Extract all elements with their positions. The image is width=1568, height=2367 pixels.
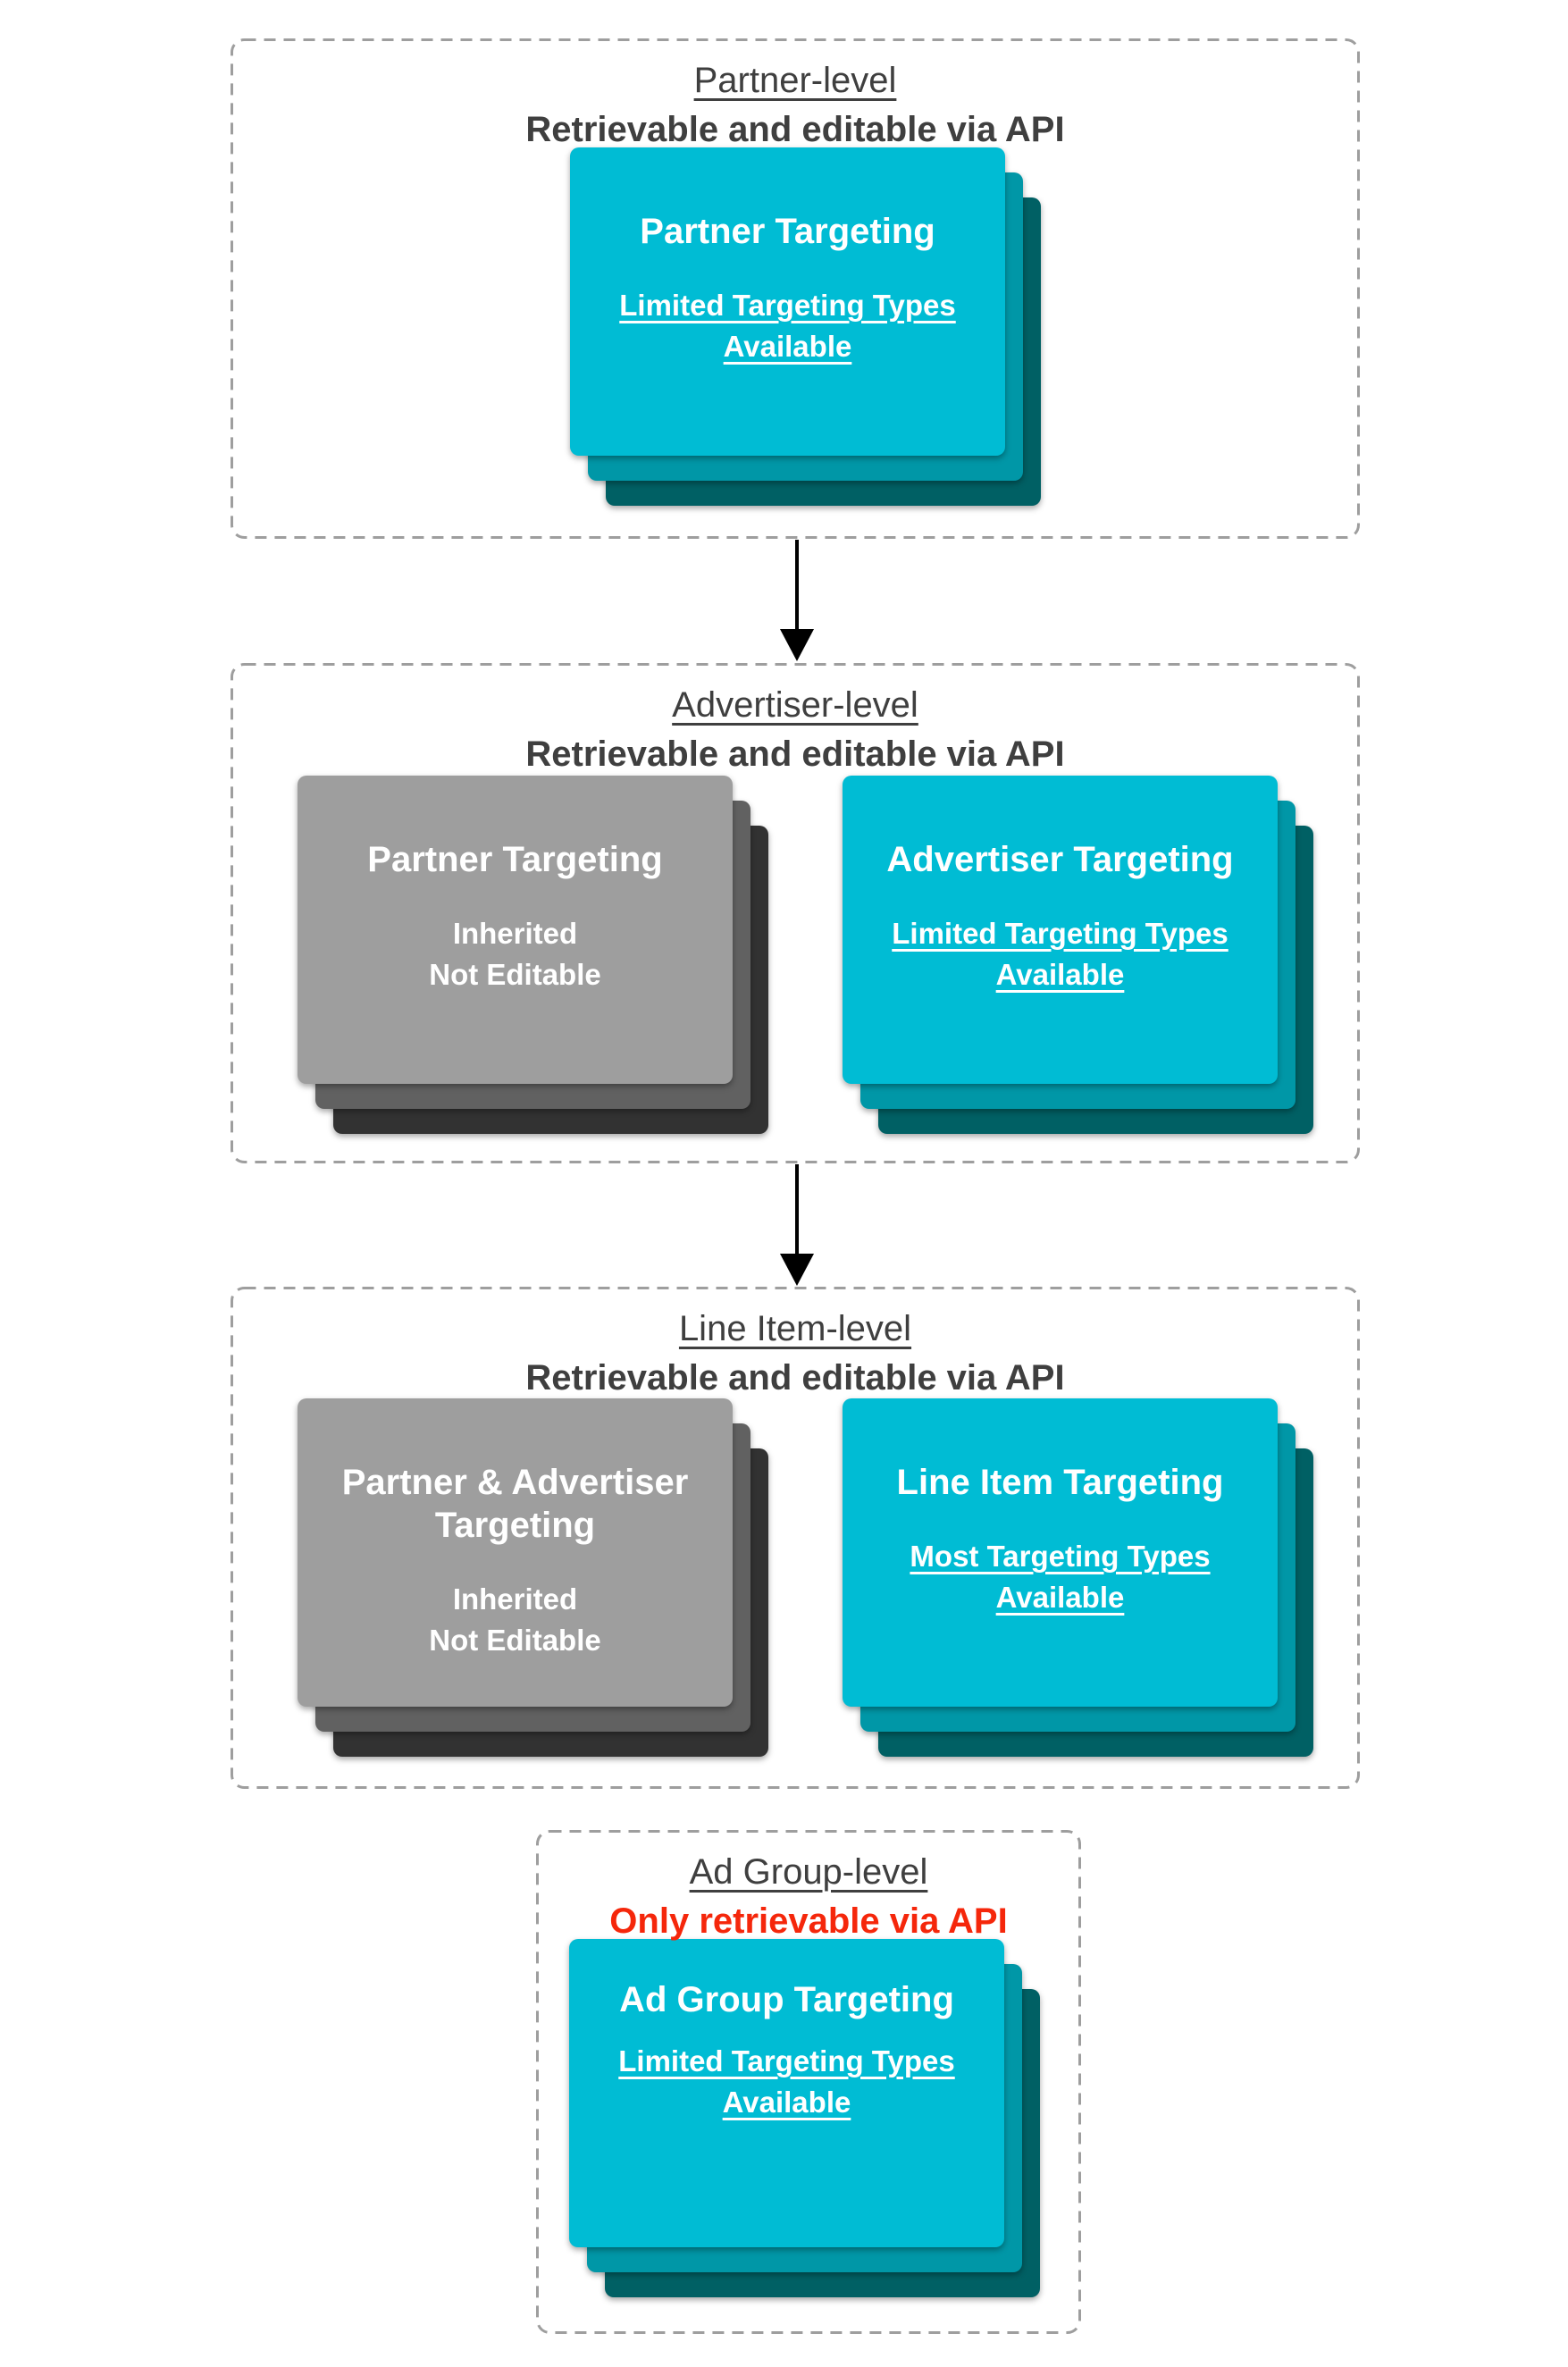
card-subtitle: Limited Targeting Types Available (892, 917, 1228, 991)
level-heading: Ad Group-level (689, 1852, 928, 1892)
ad-group-targeting-stack: Ad Group Targeting Limited Targeting Typ… (569, 1939, 1040, 2297)
section-header: Partner-level Retrievable and editable v… (231, 38, 1360, 152)
card-front-layer: Partner Targeting Limited Targeting Type… (570, 147, 1005, 456)
section-line-item-level: Line Item-level Retrievable and editable… (231, 1287, 1360, 1789)
card-subtitle-line: Not Editable (429, 1624, 601, 1657)
card-subtitle: Limited Targeting Types Available (619, 289, 956, 363)
card-subtitle: Limited Targeting Types Available (618, 2044, 955, 2119)
level-heading: Advertiser-level (672, 685, 918, 725)
card-subtitle: Most Targeting Types Available (910, 1540, 1211, 1614)
level-heading: Line Item-level (678, 1309, 912, 1348)
api-note: Retrievable and editable via API (525, 1358, 1065, 1398)
card-title: Line Item Targeting (896, 1463, 1224, 1502)
card-subtitle-line: Inherited (452, 1582, 578, 1616)
partner-advertiser-targeting-inherited-stack: Partner & Advertiser Targeting Inherited… (298, 1398, 768, 1757)
card-title: Advertiser Targeting (886, 840, 1234, 879)
card-front-layer: Partner Targeting Inherited Not Editable (298, 776, 733, 1084)
section-advertiser-level: Advertiser-level Retrievable and editabl… (231, 663, 1360, 1163)
card-title: Ad Group Targeting (619, 1980, 954, 2019)
section-header: Line Item-level Retrievable and editable… (231, 1287, 1360, 1400)
api-note: Only retrievable via API (609, 1901, 1008, 1941)
partner-targeting-stack: Partner Targeting Limited Targeting Type… (570, 147, 1041, 506)
card-front-layer: Advertiser Targeting Limited Targeting T… (843, 776, 1278, 1084)
api-note: Retrievable and editable via API (525, 734, 1065, 774)
card-subtitle: Inherited Not Editable (429, 913, 601, 995)
line-item-targeting-stack: Line Item Targeting Most Targeting Types… (843, 1398, 1313, 1757)
section-header: Ad Group-level Only retrievable via API (536, 1830, 1081, 1943)
card-front-layer: Partner & Advertiser Targeting Inherited… (298, 1398, 733, 1707)
section-ad-group-level: Ad Group-level Only retrievable via API … (536, 1830, 1081, 2334)
section-header: Advertiser-level Retrievable and editabl… (231, 663, 1360, 776)
card-subtitle: Inherited Not Editable (429, 1579, 601, 1661)
section-partner-level: Partner-level Retrievable and editable v… (231, 38, 1360, 539)
advertiser-targeting-stack: Advertiser Targeting Limited Targeting T… (843, 776, 1313, 1134)
partner-targeting-inherited-stack: Partner Targeting Inherited Not Editable (298, 776, 768, 1134)
card-front-layer: Ad Group Targeting Limited Targeting Typ… (569, 1939, 1004, 2247)
down-arrow-icon (795, 540, 799, 629)
card-title: Partner Targeting (640, 212, 935, 251)
card-title: Partner & Advertiser Targeting (341, 1463, 689, 1545)
api-note: Retrievable and editable via API (525, 110, 1065, 149)
level-heading: Partner-level (693, 61, 897, 100)
card-front-layer: Line Item Targeting Most Targeting Types… (843, 1398, 1278, 1707)
card-title: Partner Targeting (367, 840, 663, 879)
card-subtitle-line: Inherited (452, 917, 578, 950)
card-subtitle-line: Not Editable (429, 958, 601, 991)
down-arrow-icon (795, 1164, 799, 1254)
